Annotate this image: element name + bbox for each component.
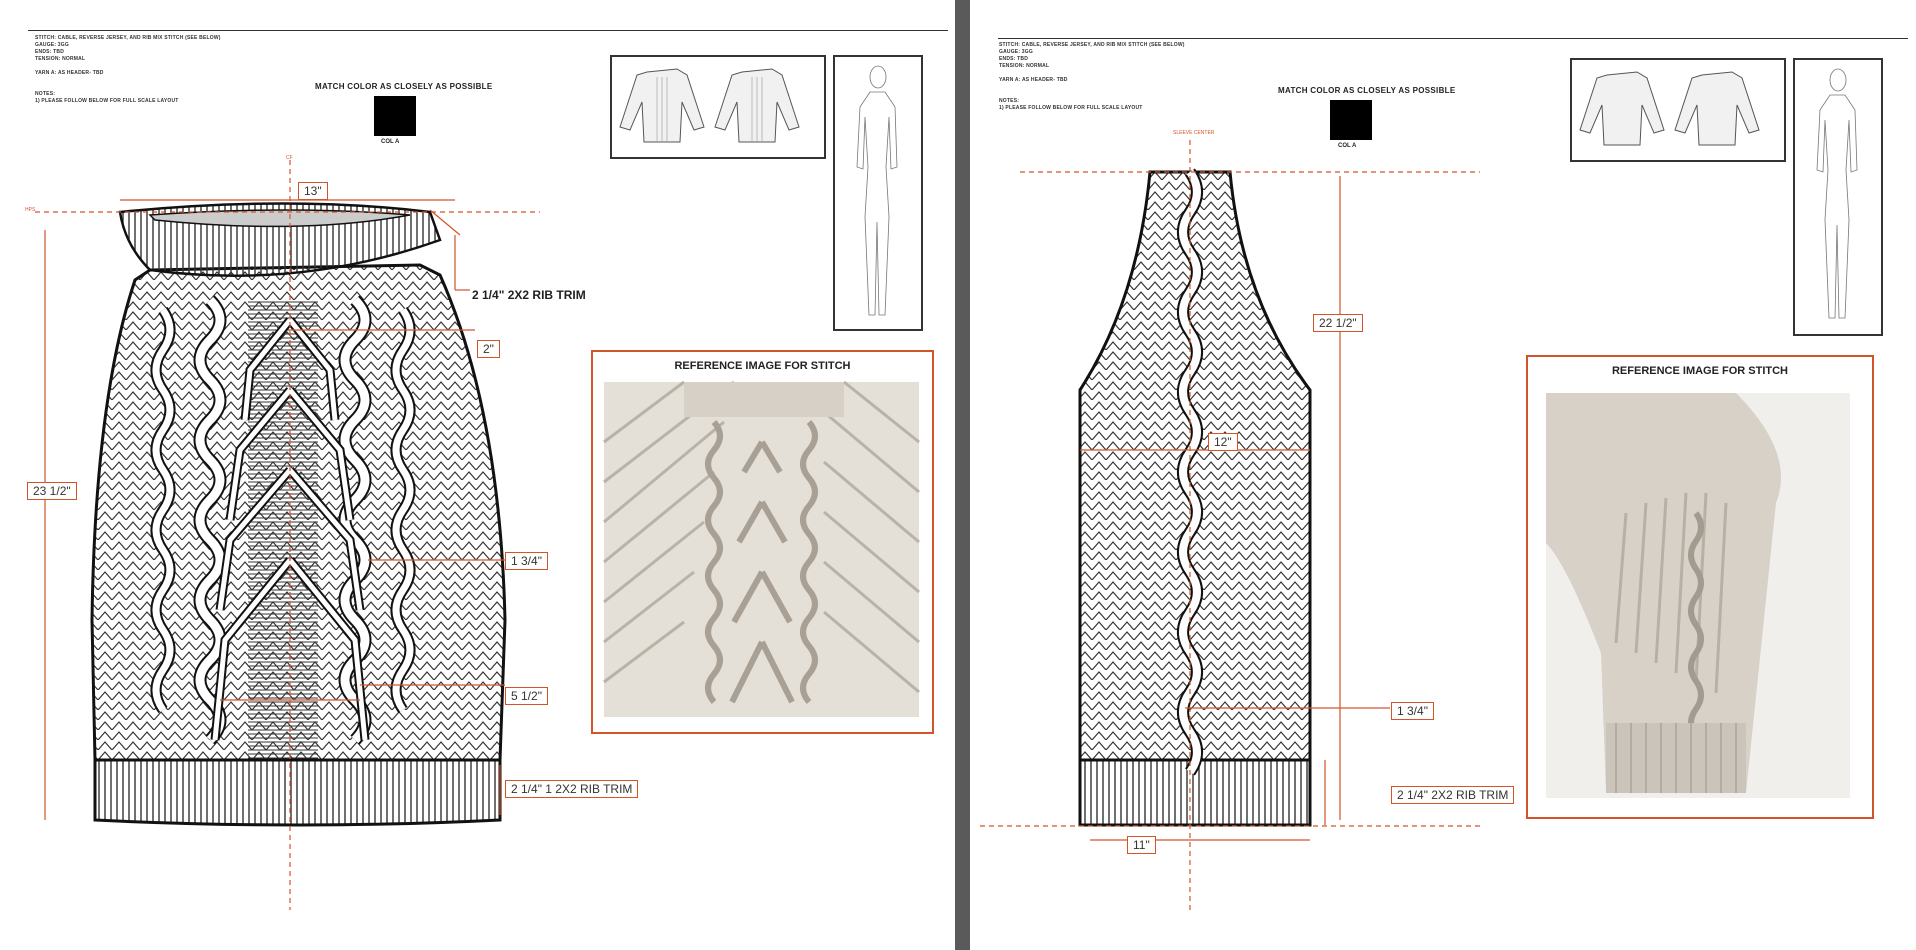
dim-cable-1-3-4: 1 3/4" <box>505 552 548 570</box>
swatch-label-right: COL A <box>1338 143 1357 149</box>
reference-knit-photo <box>603 380 920 717</box>
dim-sleeve-cable: 1 3/4" <box>1391 702 1434 720</box>
dim-sleeve-width: 12" <box>1208 433 1238 451</box>
reference-sleeve-photo <box>1546 393 1850 798</box>
sweater-flats <box>619 68 800 143</box>
color-swatch-right <box>1330 100 1372 140</box>
dim-body-length: 23 1/2" <box>27 482 77 500</box>
reference-image-panel-right: REFERENCE IMAGE FOR STITCH <box>1526 355 1874 819</box>
cf-marker: CF <box>286 155 293 161</box>
reference-title: REFERENCE IMAGE FOR STITCH <box>674 360 851 372</box>
dim-cuff-width: 11" <box>1127 836 1156 854</box>
dim-neck-width: 13" <box>298 182 328 200</box>
reference-title-right: REFERENCE IMAGE FOR STITCH <box>1611 365 1788 377</box>
dim-sleeve-length: 22 1/2" <box>1313 314 1363 332</box>
sleeve-center-marker: SLEEVE CENTER <box>1173 130 1215 136</box>
left-spec-page: STITCH: CABLE, REVERSE JERSEY, AND RIB M… <box>0 0 955 950</box>
flat-sketch-box-right <box>1570 58 1786 162</box>
dim-hem-trim: 2 1/4" 1 2X2 RIB TRIM <box>505 780 639 798</box>
sweater-flats-right <box>1579 71 1760 146</box>
page-divider <box>955 0 970 950</box>
header-rule-right <box>998 38 1908 39</box>
match-color-note-right: MATCH COLOR AS CLOSELY AS POSSIBLE <box>1278 86 1456 95</box>
dim-neck-trim: 2 1/4" 2X2 RIB TRIM <box>472 288 586 302</box>
dim-center-5-1-2: 5 1/2" <box>505 687 548 705</box>
body-sweater-sketch <box>35 160 540 910</box>
reference-image-panel: REFERENCE IMAGE FOR STITCH <box>591 350 934 734</box>
dim-cuff-trim: 2 1/4" 2X2 RIB TRIM <box>1391 786 1515 804</box>
spec-notes-right: STITCH: CABLE, REVERSE JERSEY, AND RIB M… <box>999 42 1185 111</box>
fashion-figure-box <box>833 55 923 331</box>
fashion-figure-sketch <box>856 65 898 316</box>
fashion-figure-sketch-right <box>1816 68 1858 319</box>
spec-notes: STITCH: CABLE, REVERSE JERSEY, AND RIB M… <box>35 35 221 104</box>
dim-cable-2: 2" <box>477 340 500 358</box>
color-swatch <box>374 96 416 136</box>
match-color-note: MATCH COLOR AS CLOSELY AS POSSIBLE <box>315 82 493 91</box>
sleeve-sketch <box>980 140 1480 910</box>
hps-marker: HPS <box>25 207 36 213</box>
swatch-label: COL A <box>381 139 400 145</box>
right-spec-page: STITCH: CABLE, REVERSE JERSEY, AND RIB M… <box>970 0 1916 950</box>
flat-sketch-box <box>610 55 826 159</box>
fashion-figure-box-right <box>1793 58 1883 336</box>
header-rule <box>28 30 948 31</box>
